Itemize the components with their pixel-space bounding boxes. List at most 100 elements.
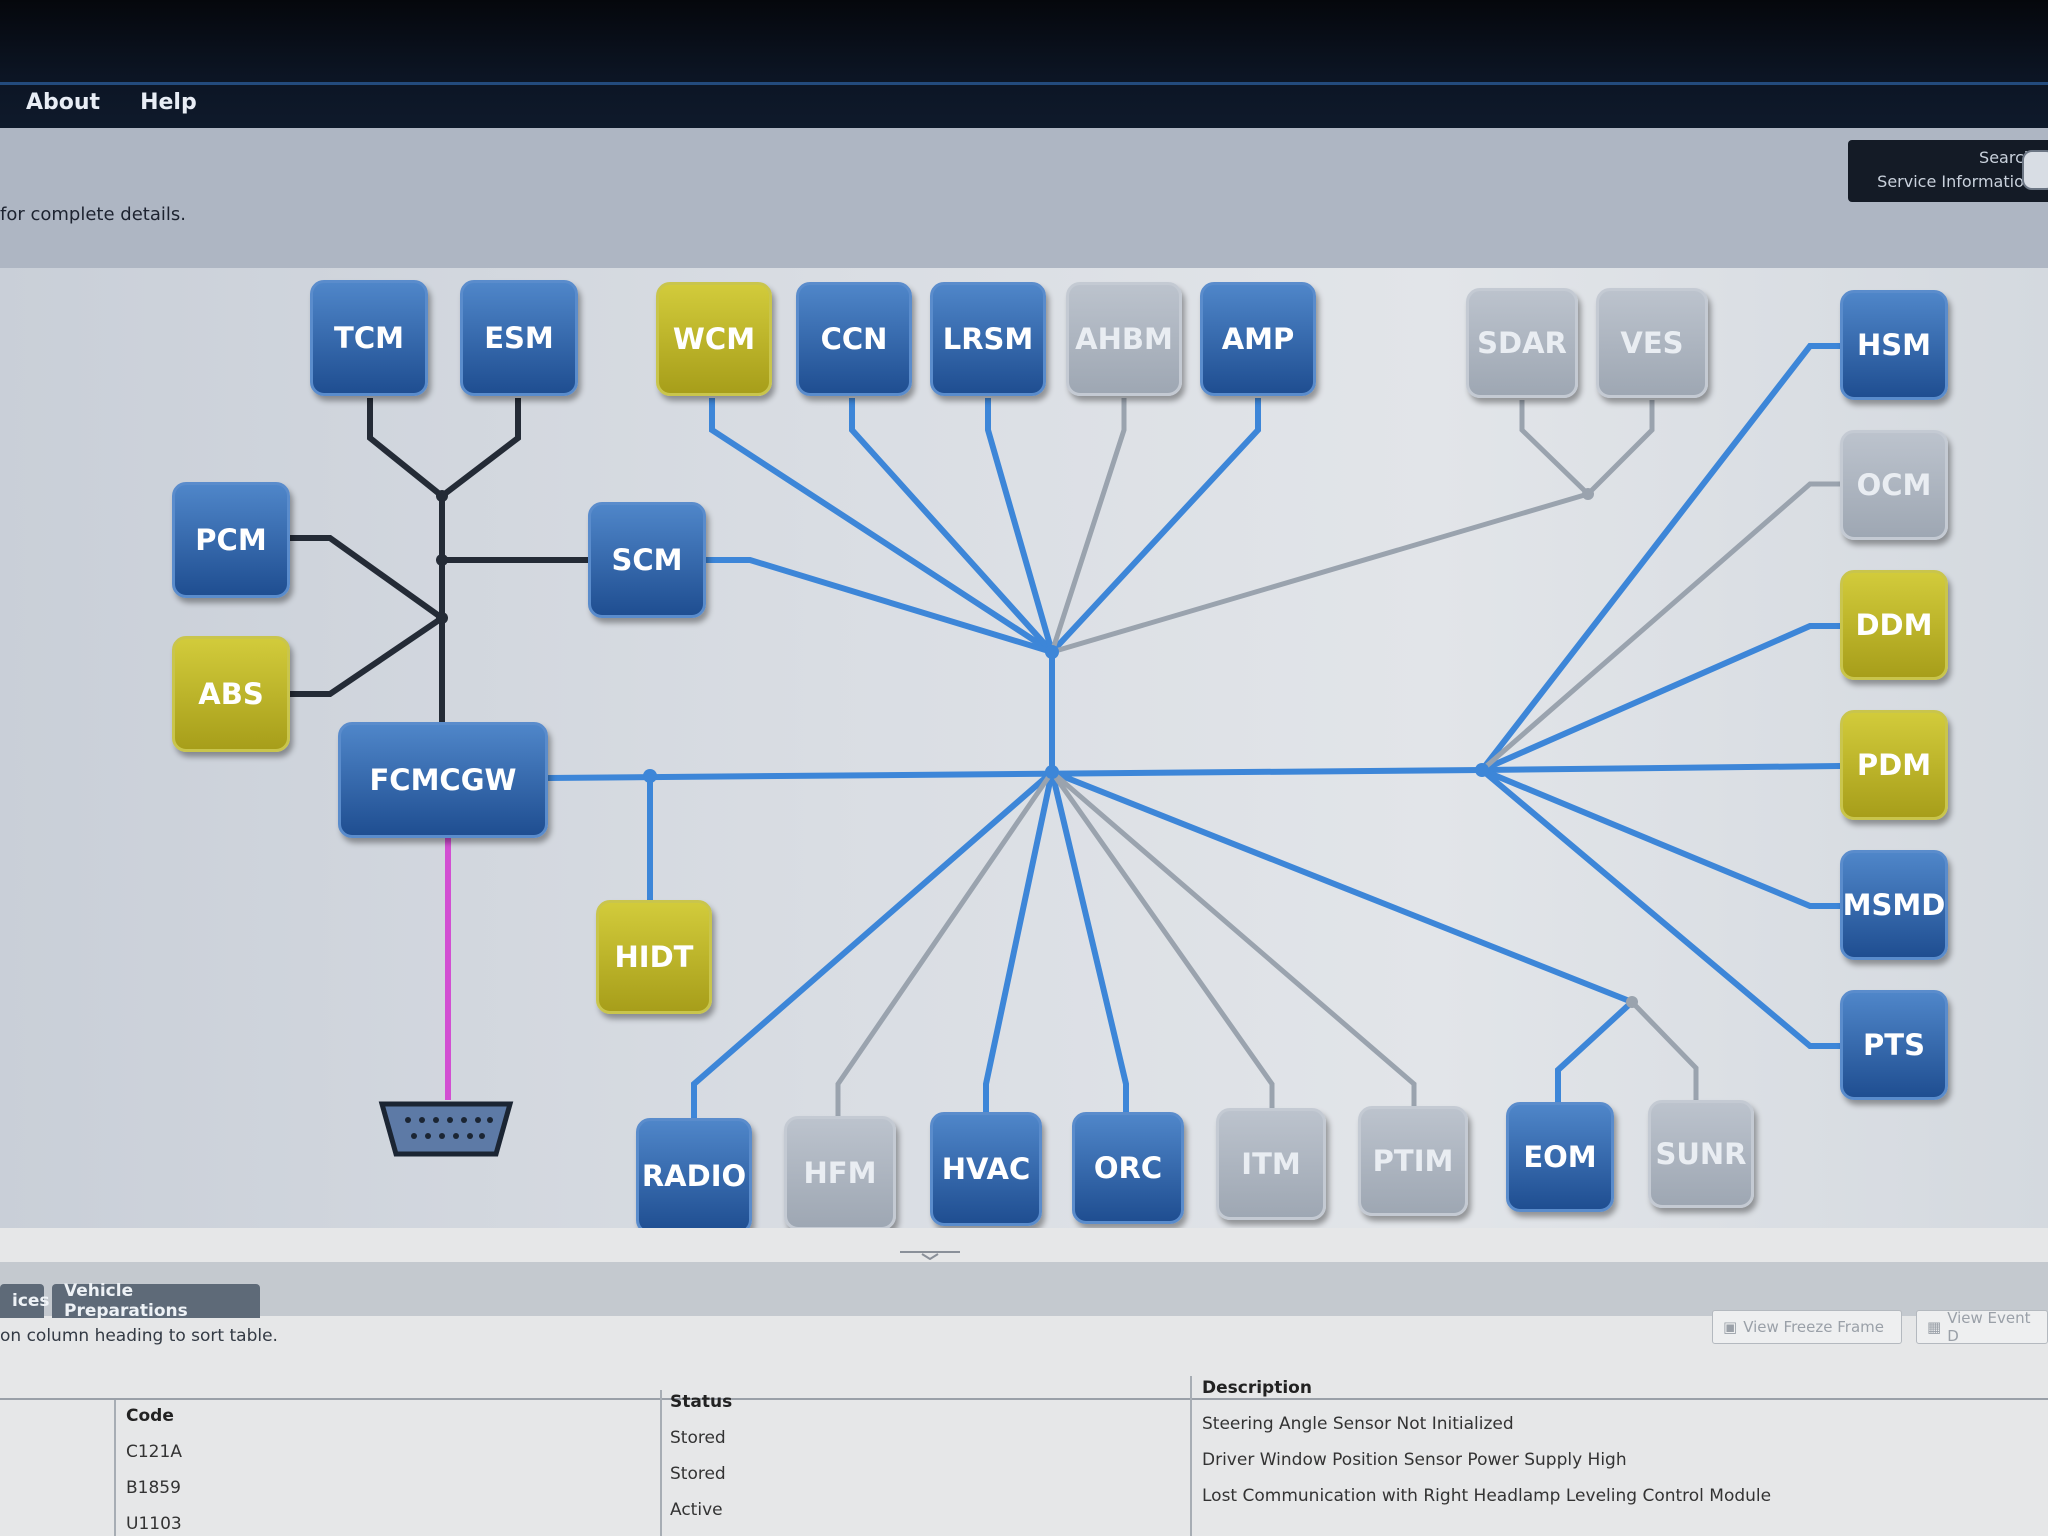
bus-line (1480, 481, 1840, 772)
table-cell-code[interactable]: U1103 (126, 1514, 182, 1534)
bus-line (691, 769, 1054, 1118)
module-itm[interactable]: ITM (1216, 1108, 1326, 1220)
module-hvac[interactable]: HVAC (930, 1112, 1042, 1226)
module-amp[interactable]: AMP (1200, 282, 1316, 396)
can-bus-blue (547, 343, 1841, 1118)
module-sdar[interactable]: SDAR (1466, 288, 1578, 398)
module-msmd[interactable]: MSMD (1840, 850, 1948, 960)
private-bus (290, 398, 588, 722)
menu-bar: About Help (26, 86, 197, 119)
bus-line (985, 398, 1055, 653)
bus-line (547, 767, 1483, 781)
junction-dot (436, 554, 448, 566)
bus-line (1480, 767, 1840, 1049)
bus-line (706, 557, 1053, 655)
table-cell-code[interactable]: B1859 (126, 1478, 181, 1498)
module-hsm[interactable]: HSM (1840, 290, 1948, 400)
module-ccn[interactable]: CCN (796, 282, 912, 396)
bus-line (1050, 770, 1417, 1106)
dtc-table: Code Status Description C121A Stored Ste… (0, 1370, 2048, 1536)
column-divider (660, 1390, 662, 1536)
module-pts[interactable]: PTS (1840, 990, 1948, 1100)
bus-line (1555, 999, 1635, 1102)
module-scm[interactable]: SCM (588, 502, 706, 618)
bus-line (1480, 767, 1840, 909)
table-cell-status[interactable]: Active (670, 1500, 723, 1520)
search-service-info[interactable]: Search Service Information (1848, 140, 2048, 202)
module-fcmcgw[interactable]: FCMCGW (338, 722, 548, 838)
module-hidt[interactable]: HIDT (596, 900, 712, 1014)
obd-connector-icon[interactable] (378, 1098, 514, 1160)
bus-line (849, 398, 1055, 655)
module-pcm[interactable]: PCM (172, 482, 290, 598)
bus-line (290, 615, 444, 697)
bus-line (290, 535, 444, 621)
tabs-bar (0, 1262, 2048, 1316)
column-header-status[interactable]: Status (670, 1392, 733, 1412)
module-ves[interactable]: VES (1596, 288, 1708, 398)
module-abs[interactable]: ABS (172, 636, 290, 752)
tab-vehicle-preparations[interactable]: Vehicle Preparations (52, 1281, 260, 1321)
top-bar (0, 0, 2048, 140)
bus-line (1630, 1000, 1699, 1100)
bus-line (1586, 400, 1655, 496)
column-divider (114, 1400, 116, 1536)
menu-about[interactable]: About (26, 90, 101, 115)
bus-line (367, 398, 444, 499)
title-accent-line (0, 82, 2048, 85)
module-eom[interactable]: EOM (1506, 1102, 1614, 1212)
module-pdm[interactable]: PDM (1840, 710, 1948, 820)
module-hfm[interactable]: HFM (784, 1116, 896, 1230)
table-cell-description[interactable]: Lost Communication with Right Headlamp L… (1202, 1486, 1772, 1506)
page-subtitle: for complete details. (0, 204, 186, 225)
module-ddm[interactable]: DDM (1840, 570, 1948, 680)
search-toggle-icon[interactable] (2022, 150, 2048, 190)
module-ocm[interactable]: OCM (1840, 430, 1948, 540)
module-radio[interactable]: RADIO (636, 1118, 752, 1234)
bus-line (835, 770, 1055, 1116)
sort-hint: on column heading to sort table. (0, 1326, 278, 1346)
module-lrsm[interactable]: LRSM (930, 282, 1046, 396)
table-cell-description[interactable]: Steering Angle Sensor Not Initialized (1202, 1414, 1514, 1434)
search-label: Search (1979, 148, 2034, 167)
junction-dot (1626, 996, 1638, 1008)
module-ahbm[interactable]: AHBM (1066, 282, 1182, 396)
column-header-description[interactable]: Description (1202, 1378, 1312, 1398)
table-cell-status[interactable]: Stored (670, 1428, 726, 1448)
bus-line (983, 771, 1055, 1112)
module-ptim[interactable]: PTIM (1358, 1106, 1468, 1216)
bus-line (1519, 400, 1590, 496)
table-cell-description[interactable]: Driver Window Position Sensor Power Supp… (1202, 1450, 1627, 1470)
menu-help[interactable]: Help (140, 90, 197, 115)
module-orc[interactable]: ORC (1072, 1112, 1184, 1224)
junction-dot (1582, 488, 1594, 500)
service-information-label: Service Information (1877, 172, 2034, 191)
tab-partial[interactable]: ices (0, 1284, 50, 1318)
column-divider (1190, 1376, 1192, 1536)
bus-line (1481, 763, 1841, 773)
junction-dot (1045, 645, 1059, 659)
can-bus-gray (835, 398, 1840, 1116)
grid-icon: ▦ (1927, 1318, 1942, 1336)
view-event-data-button[interactable]: ▦ View Event D (1916, 1309, 2048, 1345)
view-freeze-frame-button[interactable]: ▣ View Freeze Frame (1712, 1310, 1902, 1344)
view-freeze-frame-label: View Freeze Frame (1743, 1318, 1884, 1336)
table-cell-status[interactable]: Stored (670, 1464, 726, 1484)
view-event-data-label: View Event D (1947, 1309, 2031, 1345)
column-header-code[interactable]: Code (126, 1406, 174, 1426)
splitter-handle-icon[interactable] (900, 1250, 960, 1260)
bus-line (1480, 623, 1840, 773)
module-sunr[interactable]: SUNR (1648, 1100, 1754, 1208)
bus-line (1050, 769, 1634, 1005)
bus-line (709, 398, 1054, 655)
module-tcm[interactable]: TCM (310, 280, 428, 396)
module-esm[interactable]: ESM (460, 280, 578, 396)
bus-junctions (436, 488, 1638, 1008)
bus-line (1049, 398, 1261, 655)
junction-dot (1045, 765, 1059, 779)
bus-line (440, 398, 521, 499)
module-wcm[interactable]: WCM (656, 282, 772, 396)
junction-dot (1475, 763, 1489, 777)
table-cell-code[interactable]: C121A (126, 1442, 182, 1462)
